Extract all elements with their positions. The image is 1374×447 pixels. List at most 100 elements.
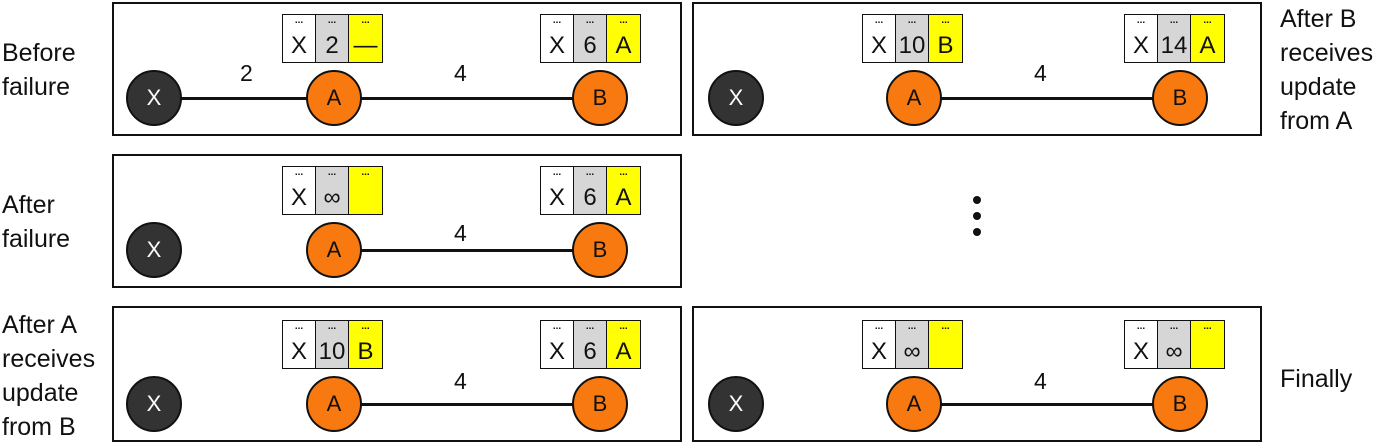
node-x: X (708, 70, 764, 126)
table-cell-nexthop: ... (929, 321, 962, 368)
ellipsis-dots: ... (552, 15, 562, 26)
routing-table-a: ...X ...∞ ... (282, 166, 383, 215)
node-b: B (572, 222, 628, 278)
node-b: B (1152, 70, 1208, 126)
table-cell-cost: ...∞ (1158, 321, 1191, 368)
ellipsis-dots: ... (327, 167, 337, 178)
ellipsis-dots: ... (941, 15, 950, 26)
weight-a-b: 4 (1034, 368, 1047, 394)
table-cell-cost: ...10 (896, 15, 929, 62)
table-cell-dest: ...X (283, 167, 316, 214)
node-a: A (886, 70, 942, 126)
table-cell-dest: ...X (541, 167, 574, 214)
ellipsis-dots: ... (619, 167, 628, 178)
label-after-a-receives: After A receives update from B (2, 311, 96, 441)
table-cell-cost: ...14 (1158, 15, 1191, 62)
node-b: B (572, 376, 628, 432)
ellipsis-dots: ... (619, 15, 628, 26)
ellipsis-dots: ... (327, 15, 337, 26)
table-cell-nexthop: ...A (1191, 15, 1224, 62)
ellipsis-dots: ... (327, 321, 337, 332)
table-cell-cost: ...∞ (316, 167, 349, 214)
ellipsis-dots: ... (294, 167, 304, 178)
ellipsis-vertical (970, 196, 984, 244)
weight-a-b: 4 (454, 220, 467, 246)
panel-after-a-receives: 4 X A B ...X ...10 ...B ...X ...6 ...A (112, 306, 682, 442)
weight-a-b: 4 (1034, 60, 1047, 86)
ellipsis-dots: ... (361, 167, 370, 178)
ellipsis-dots: ... (874, 321, 884, 332)
label-finally: Finally (1280, 365, 1353, 393)
routing-table-a: ...X ...2 ...— (282, 14, 383, 63)
table-cell-cost: ...∞ (896, 321, 929, 368)
weight-a-b: 4 (454, 368, 467, 394)
link-a-b (360, 249, 576, 252)
ellipsis-dots: ... (874, 15, 884, 26)
ellipsis-dots: ... (552, 321, 562, 332)
table-cell-dest: ...X (1125, 321, 1158, 368)
table-cell-cost: ...6 (574, 167, 607, 214)
table-cell-nexthop: ...— (349, 15, 382, 62)
routing-table-b: ...X ...∞ ... (1124, 320, 1225, 369)
ellipsis-dots: ... (1136, 321, 1146, 332)
panel-finally: 4 X A B ...X ...∞ ... ...X ...∞ ... (692, 306, 1262, 442)
table-cell-dest: ...X (541, 321, 574, 368)
node-a: A (306, 376, 362, 432)
table-cell-dest: ...X (863, 15, 896, 62)
routing-table-b: ...X ...6 ...A (540, 14, 641, 63)
node-b: B (1152, 376, 1208, 432)
ellipsis-dots: ... (294, 15, 304, 26)
table-cell-dest: ...X (541, 15, 574, 62)
routing-table-b: ...X ...6 ...A (540, 166, 641, 215)
ellipsis-dots: ... (1136, 15, 1146, 26)
table-cell-cost: ...6 (574, 15, 607, 62)
table-cell-dest: ...X (1125, 15, 1158, 62)
routing-table-b: ...X ...14 ...A (1124, 14, 1225, 63)
table-cell-cost: ...2 (316, 15, 349, 62)
panel-before-failure: 2 4 X A B ...X ...2 ...— ...X ...6 ...A (112, 2, 682, 136)
link-a-b (940, 97, 1156, 100)
table-cell-nexthop: ... (349, 167, 382, 214)
table-cell-dest: ...X (283, 321, 316, 368)
routing-table-b: ...X ...6 ...A (540, 320, 641, 369)
ellipsis-dots: ... (585, 15, 595, 26)
table-cell-nexthop: ...A (607, 321, 640, 368)
routing-table-a: ...X ...10 ...B (862, 14, 963, 63)
node-a: A (306, 70, 362, 126)
label-after-b-receives: After B receives update from A (1280, 5, 1374, 135)
table-cell-nexthop: ...A (607, 167, 640, 214)
label-after-failure: After failure (2, 191, 71, 253)
routing-table-a: ...X ...10 ...B (282, 320, 383, 369)
link-a-b (360, 97, 576, 100)
ellipsis-dots: ... (1169, 321, 1179, 332)
link-a-b (940, 403, 1156, 406)
ellipsis-dots: ... (1203, 15, 1212, 26)
node-x: X (126, 376, 182, 432)
weight-a-b: 4 (454, 60, 467, 86)
node-x: X (708, 376, 764, 432)
ellipsis-dots: ... (585, 321, 595, 332)
table-cell-nexthop: ... (1191, 321, 1224, 368)
ellipsis-dots: ... (552, 167, 562, 178)
panel-after-b-receives: 4 X A B ...X ...10 ...B ...X ...14 ...A (692, 2, 1262, 136)
node-a: A (886, 376, 942, 432)
label-before-failure: Before failure (2, 39, 76, 101)
node-x: X (126, 222, 182, 278)
ellipsis-dots: ... (1203, 321, 1212, 332)
ellipsis-dots: ... (294, 321, 304, 332)
ellipsis-dots: ... (941, 321, 950, 332)
table-cell-dest: ...X (283, 15, 316, 62)
ellipsis-dots: ... (619, 321, 628, 332)
link-a-b (360, 403, 576, 406)
table-cell-nexthop: ...A (607, 15, 640, 62)
ellipsis-dots: ... (1169, 15, 1179, 26)
node-a: A (306, 222, 362, 278)
table-cell-nexthop: ...B (349, 321, 382, 368)
table-cell-cost: ...10 (316, 321, 349, 368)
ellipsis-dots: ... (361, 321, 370, 332)
node-x: X (126, 70, 182, 126)
ellipsis-dots: ... (907, 321, 917, 332)
panel-after-failure: 4 X A B ...X ...∞ ... ...X ...6 ...A (112, 154, 682, 288)
ellipsis-dots: ... (361, 15, 370, 26)
table-cell-cost: ...6 (574, 321, 607, 368)
